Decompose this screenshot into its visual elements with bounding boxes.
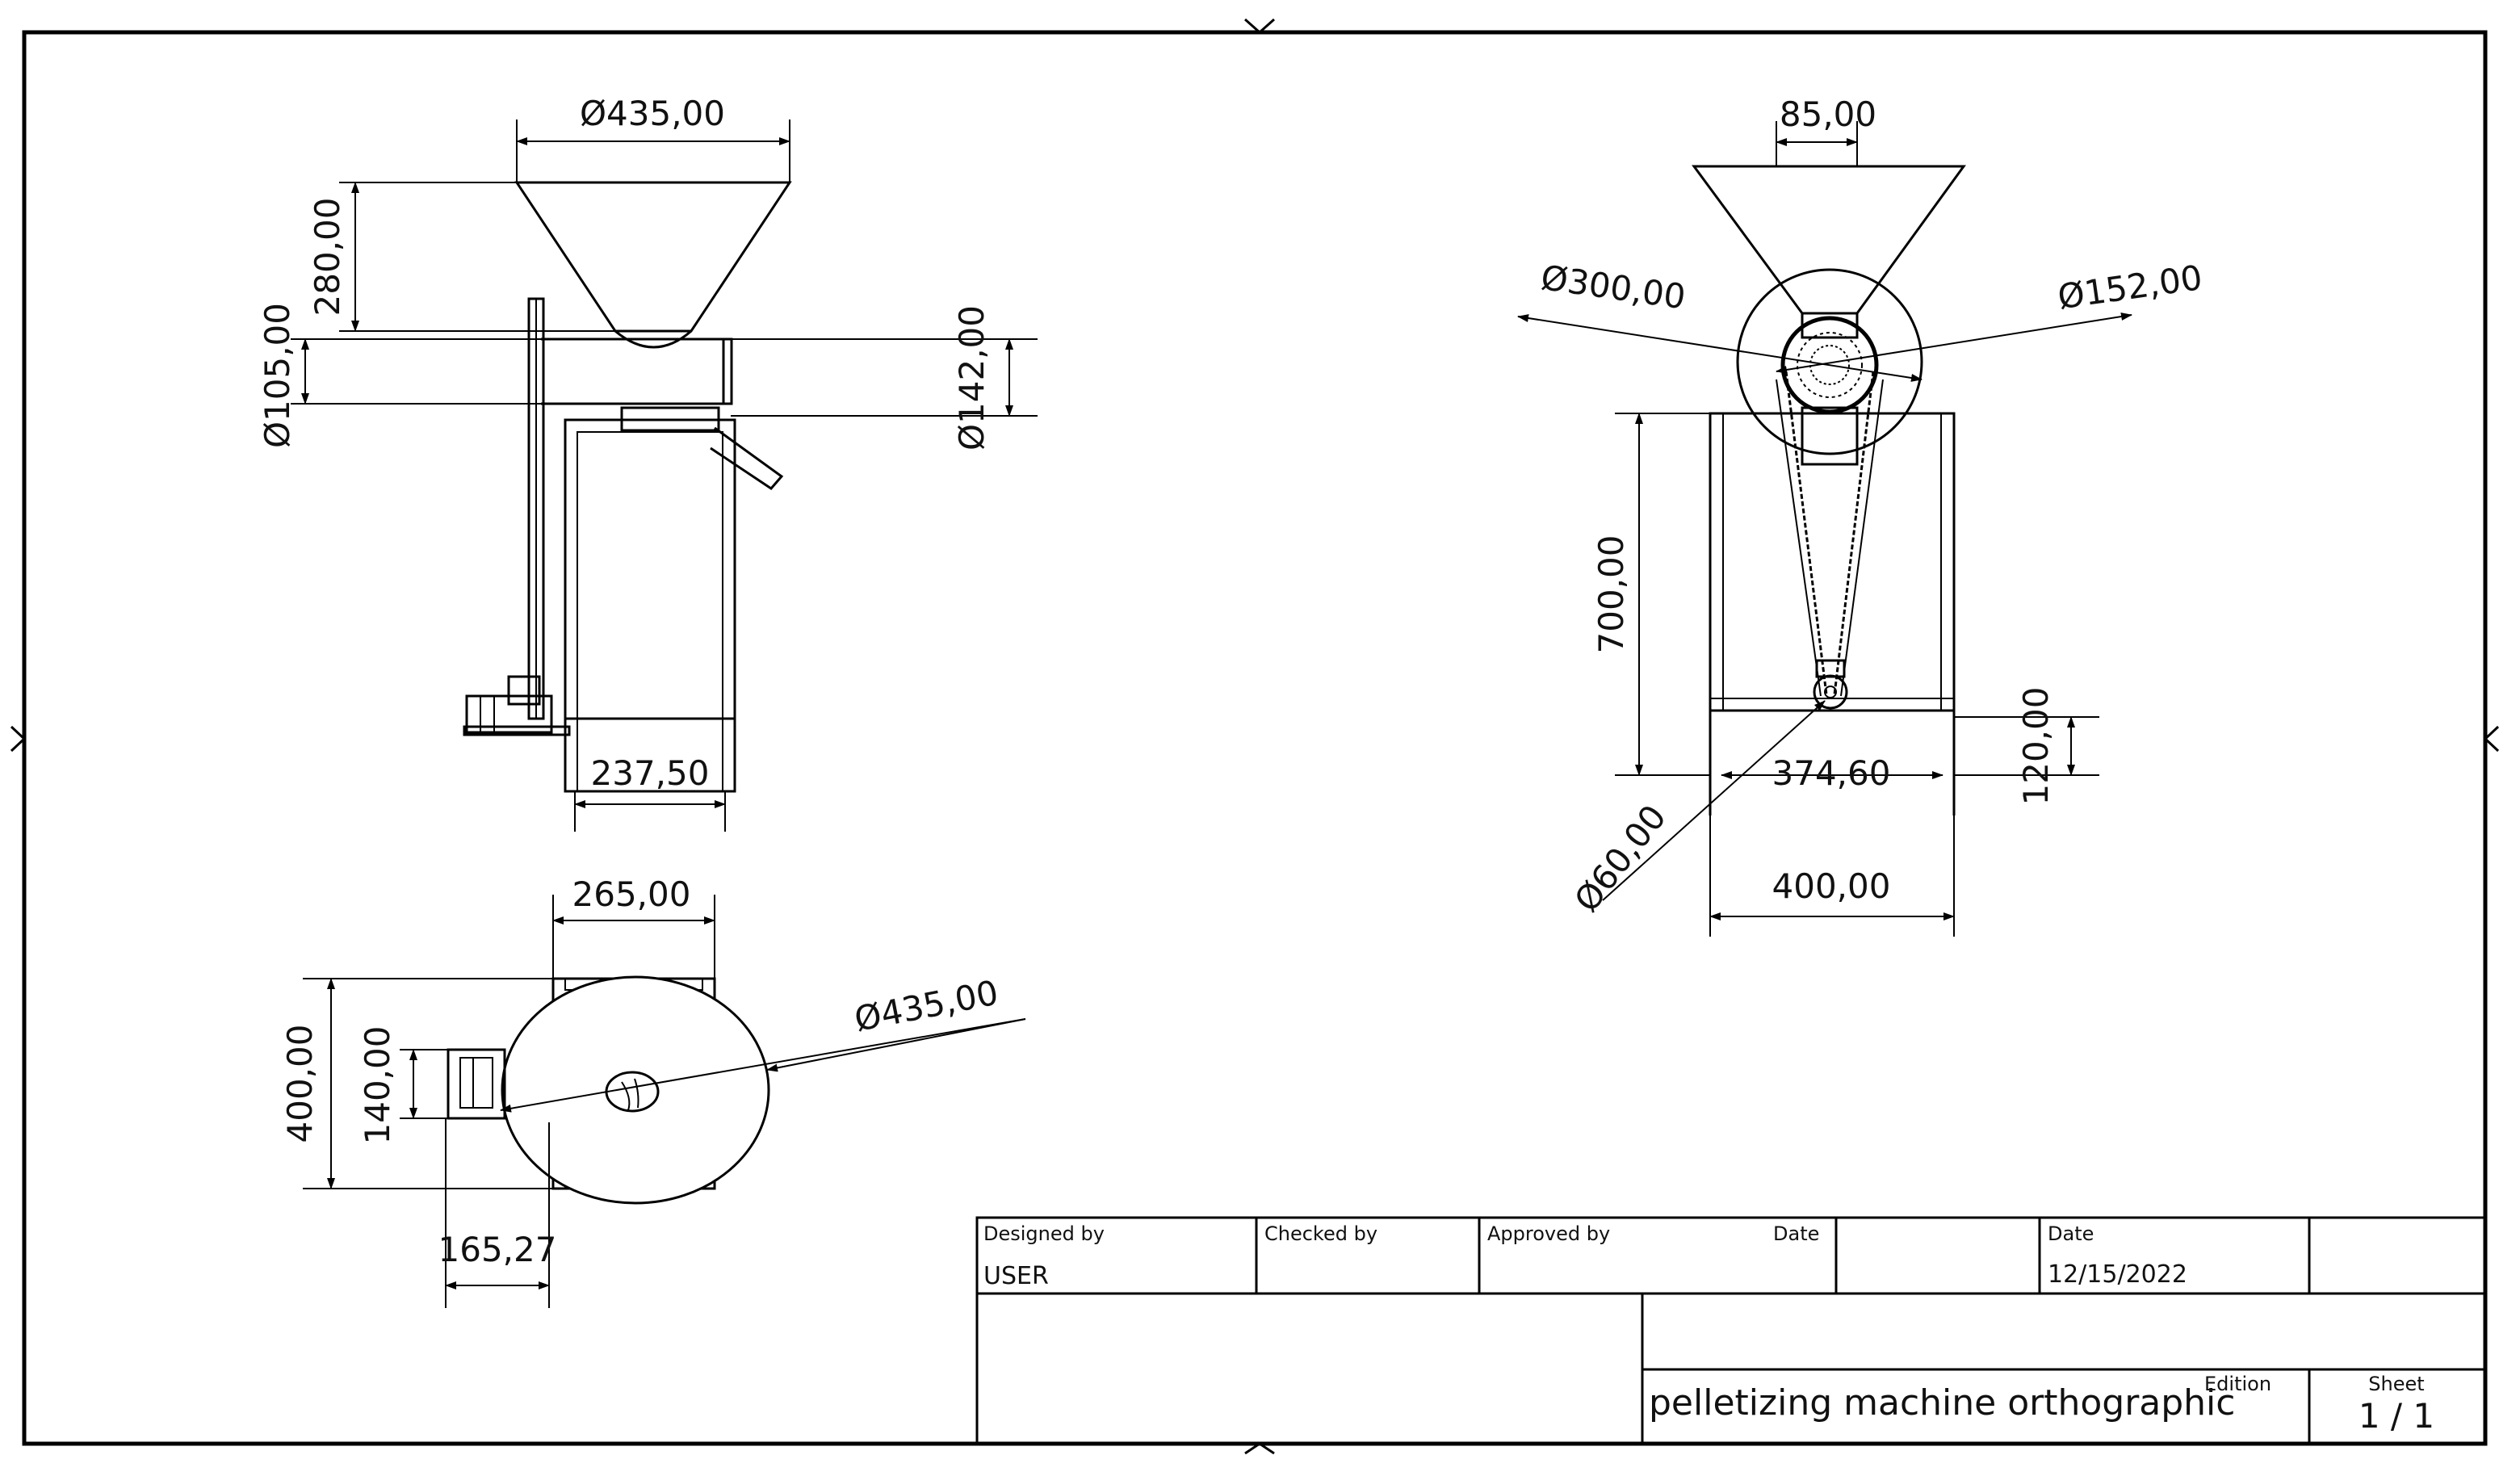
dim-front-pulley-diameter: Ø60,00 <box>1566 798 1674 920</box>
dim-top-motor-width: 140,00 <box>358 1026 397 1145</box>
dim-side-frame-width: 237,50 <box>591 753 710 793</box>
center-mark-top <box>1244 18 1275 35</box>
dim-front-die-diameter: Ø152,00 <box>2055 258 2204 317</box>
drawing-title: pelletizing machine orthographic <box>1649 1382 2235 1424</box>
dim-top-offset: 165,27 <box>438 1230 557 1269</box>
dim-side-hopper-diameter: Ø435,00 <box>580 94 725 133</box>
sheet-label: Sheet <box>2368 1373 2424 1395</box>
date-value: 12/15/2022 <box>2048 1260 2187 1289</box>
side-view <box>291 120 1038 832</box>
approved-by-label: Approved by <box>1487 1222 1610 1245</box>
edition-label: Edition <box>2204 1373 2271 1395</box>
dim-side-hopper-height: 280,00 <box>308 198 347 317</box>
dim-front-shaft-width: 85,00 <box>1780 94 1876 134</box>
center-mark-left <box>10 725 27 753</box>
dim-top-frame-width: 265,00 <box>572 874 691 914</box>
dim-front-frame-width: 400,00 <box>1772 866 1891 906</box>
sheet-value: 1 / 1 <box>2359 1396 2434 1436</box>
date-label-2: Date <box>2048 1222 2094 1245</box>
checked-by-label: Checked by <box>1264 1222 1377 1245</box>
designed-by-value: USER <box>983 1262 1049 1290</box>
front-view <box>1517 121 2132 937</box>
dim-front-drum-diameter: Ø300,00 <box>1538 258 1688 317</box>
dim-front-base-height: 120,00 <box>2016 687 2056 806</box>
dim-side-pipe-diameter: Ø105,00 <box>258 303 297 448</box>
dim-top-depth: 400,00 <box>280 1025 320 1143</box>
dim-front-frame-height: 700,00 <box>1591 535 1631 654</box>
designed-by-label: Designed by <box>983 1222 1105 1245</box>
dim-top-disc-diameter: Ø435,00 <box>851 973 1001 1039</box>
dim-side-outlet-diameter: Ø142,00 <box>952 305 992 451</box>
title-block <box>975 1216 2487 1445</box>
center-mark-right <box>2483 725 2500 753</box>
sheet-border <box>22 30 2488 1446</box>
dim-front-inner-width: 374,60 <box>1772 753 1891 793</box>
date-label-1: Date <box>1773 1222 1819 1245</box>
top-view <box>303 895 1026 1308</box>
